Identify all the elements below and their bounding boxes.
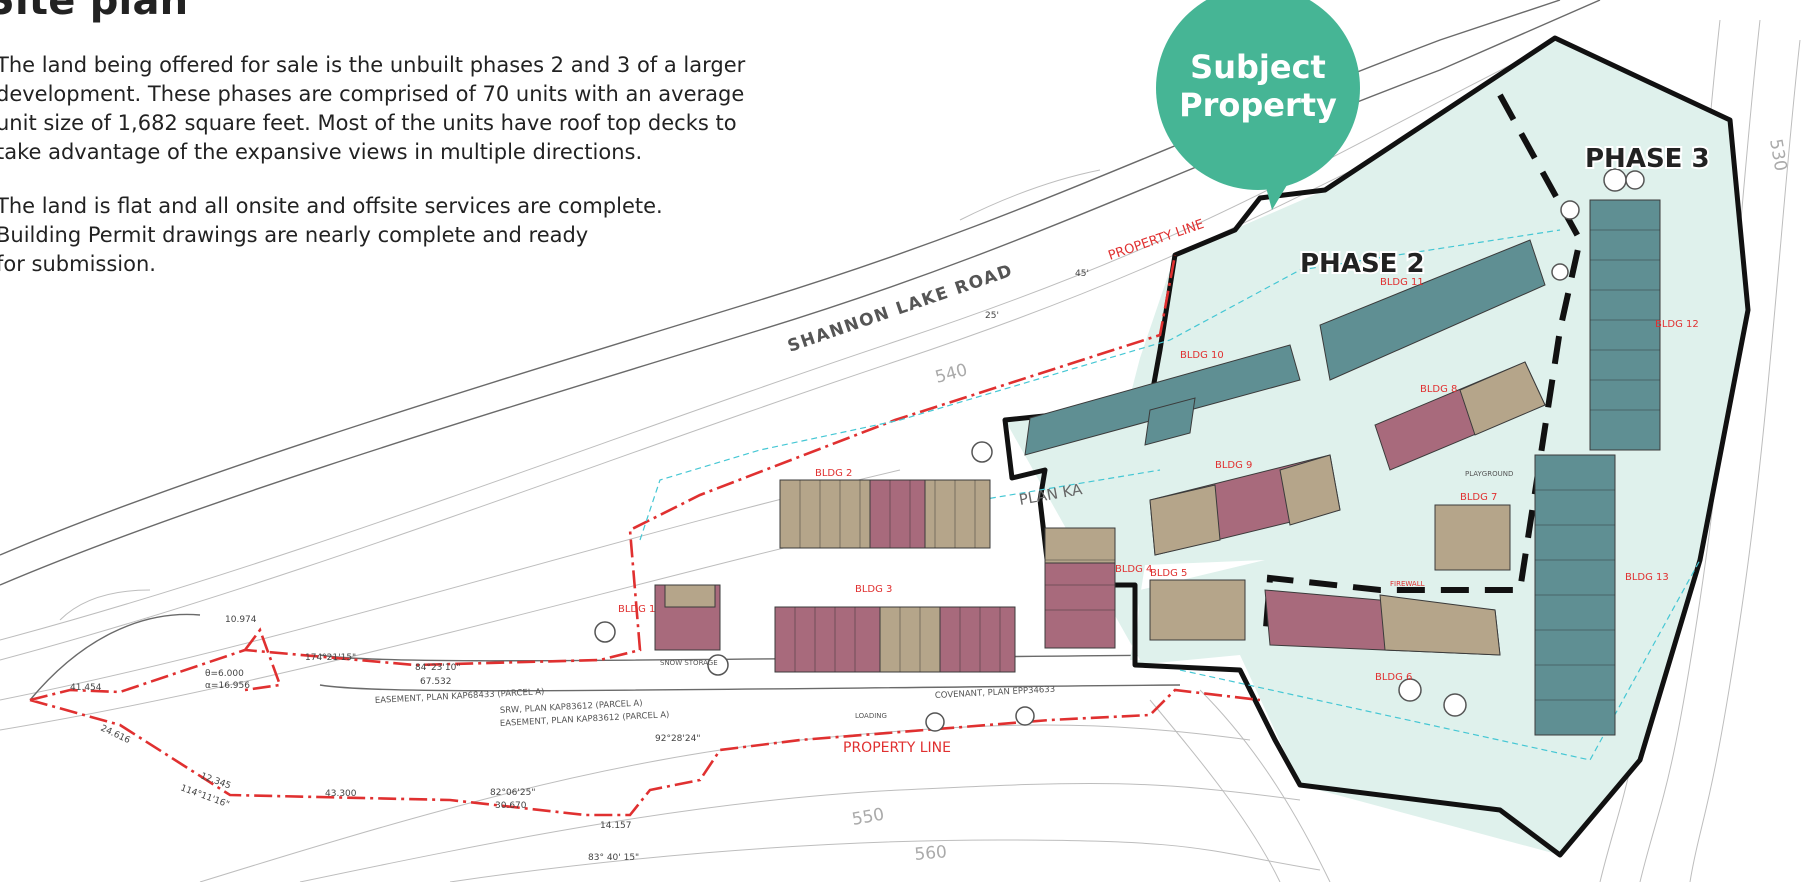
svg-text:45': 45': [1075, 269, 1089, 279]
bldg-7: [1434, 504, 1511, 571]
property-line: [29, 254, 1261, 817]
svg-text:α=16.956: α=16.956: [205, 681, 250, 691]
description-line: for submission.: [0, 252, 156, 276]
bldg-9-label: BLDG 9: [1215, 460, 1252, 471]
phase-divider: [1262, 93, 1584, 641]
svg-text:30.670: 30.670: [495, 801, 527, 811]
description-line: unit size of 1,682 square feet. Most of …: [0, 111, 737, 135]
svg-text:24.616: 24.616: [99, 724, 132, 746]
svg-text:14.157: 14.157: [600, 821, 632, 831]
description-paragraph-2: The land is flat and all onsite and offs…: [0, 192, 796, 279]
bldg-7-label: BLDG 7: [1460, 492, 1497, 503]
building-labels: BLDG 1 BLDG 2 BLDG 3 BLDG 4 BLDG 5 BLDG …: [618, 277, 1699, 683]
svg-text:83° 40' 15": 83° 40' 15": [588, 853, 639, 863]
bldg-6-label: BLDG 6: [1375, 672, 1412, 683]
svg-text:10.974: 10.974: [225, 615, 257, 625]
page-title: Site plan: [0, 0, 189, 24]
bldg-10-label: BLDG 10: [1180, 350, 1224, 361]
description-paragraph-1: The land being offered for sale is the u…: [0, 51, 796, 167]
description-line: The land being offered for sale is the u…: [0, 53, 746, 77]
loading-label: LOADING: [855, 712, 887, 720]
svg-text:82°06'25": 82°06'25": [490, 788, 535, 798]
description-line: take advantage of the expansive views in…: [0, 140, 643, 164]
bldg-5-label: BLDG 5: [1150, 568, 1187, 579]
bldg-4-label: BLDG 4: [1115, 564, 1152, 575]
bldg-8-label: BLDG 8: [1420, 384, 1457, 395]
callout-line-2: Property: [1179, 86, 1337, 124]
callout-line-1: Subject: [1190, 48, 1326, 86]
svg-text:41.454: 41.454: [70, 683, 102, 693]
description-line: Building Permit drawings are nearly comp…: [0, 223, 589, 247]
bldg-10: [1024, 344, 1301, 456]
svg-text:174°21'15": 174°21'15": [305, 653, 356, 663]
bldg-2-label: BLDG 2: [815, 468, 852, 479]
bldg-3-label: BLDG 3: [855, 584, 892, 595]
description-line: The land is flat and all onsite and offs…: [0, 194, 663, 218]
dimension-labels: 84°23'10" 67.532 174°21'15" 43.300 30.67…: [70, 269, 1089, 863]
bldg-11-label: BLDG 11: [1380, 277, 1424, 288]
svg-text:67.532: 67.532: [420, 677, 452, 687]
road-label: SHANNON LAKE ROAD: [785, 261, 1016, 357]
unit-lines: [794, 229, 1660, 701]
bldg-5: [1149, 579, 1246, 641]
svg-text:84°23'10": 84°23'10": [415, 663, 460, 673]
phase-2-label: PHASE 2: [1300, 249, 1425, 279]
bldg-12: [1589, 199, 1661, 451]
bldg-1-label: BLDG 1: [618, 604, 655, 615]
description-line: development. These phases are comprised …: [0, 82, 745, 106]
contour-560: 560: [914, 842, 948, 865]
trees: [594, 168, 1645, 732]
firewall-label: FIREWALL: [1390, 580, 1425, 588]
svg-text:92°28'24": 92°28'24": [655, 734, 700, 744]
subject-property-callout: Subject Property: [1156, 0, 1360, 210]
easement-lines: [639, 229, 1701, 761]
svg-text:12.345: 12.345: [199, 771, 232, 791]
contour-labels: 530 540 550 560: [850, 137, 1790, 865]
phase-3-label: PHASE 3: [1585, 144, 1710, 174]
bldg-11: [1319, 239, 1546, 381]
svg-text:θ=6.000: θ=6.000: [205, 669, 244, 679]
svg-text:43.300: 43.300: [325, 789, 357, 799]
playground-label: PLAYGROUND: [1465, 470, 1513, 478]
misc-labels: PLAYGROUND SNOW STORAGE FIREWALL LOADING: [660, 470, 1513, 720]
svg-text:25': 25': [985, 311, 999, 321]
snow-storage-label: SNOW STORAGE: [660, 659, 718, 667]
bldg-12-label: BLDG 12: [1655, 319, 1699, 330]
contour-530: 530: [1765, 137, 1790, 172]
contour-550: 550: [850, 805, 885, 830]
bldg-13-label: BLDG 13: [1625, 572, 1669, 583]
property-line-label-south: PROPERTY LINE: [843, 740, 951, 756]
contour-540: 540: [933, 360, 970, 388]
